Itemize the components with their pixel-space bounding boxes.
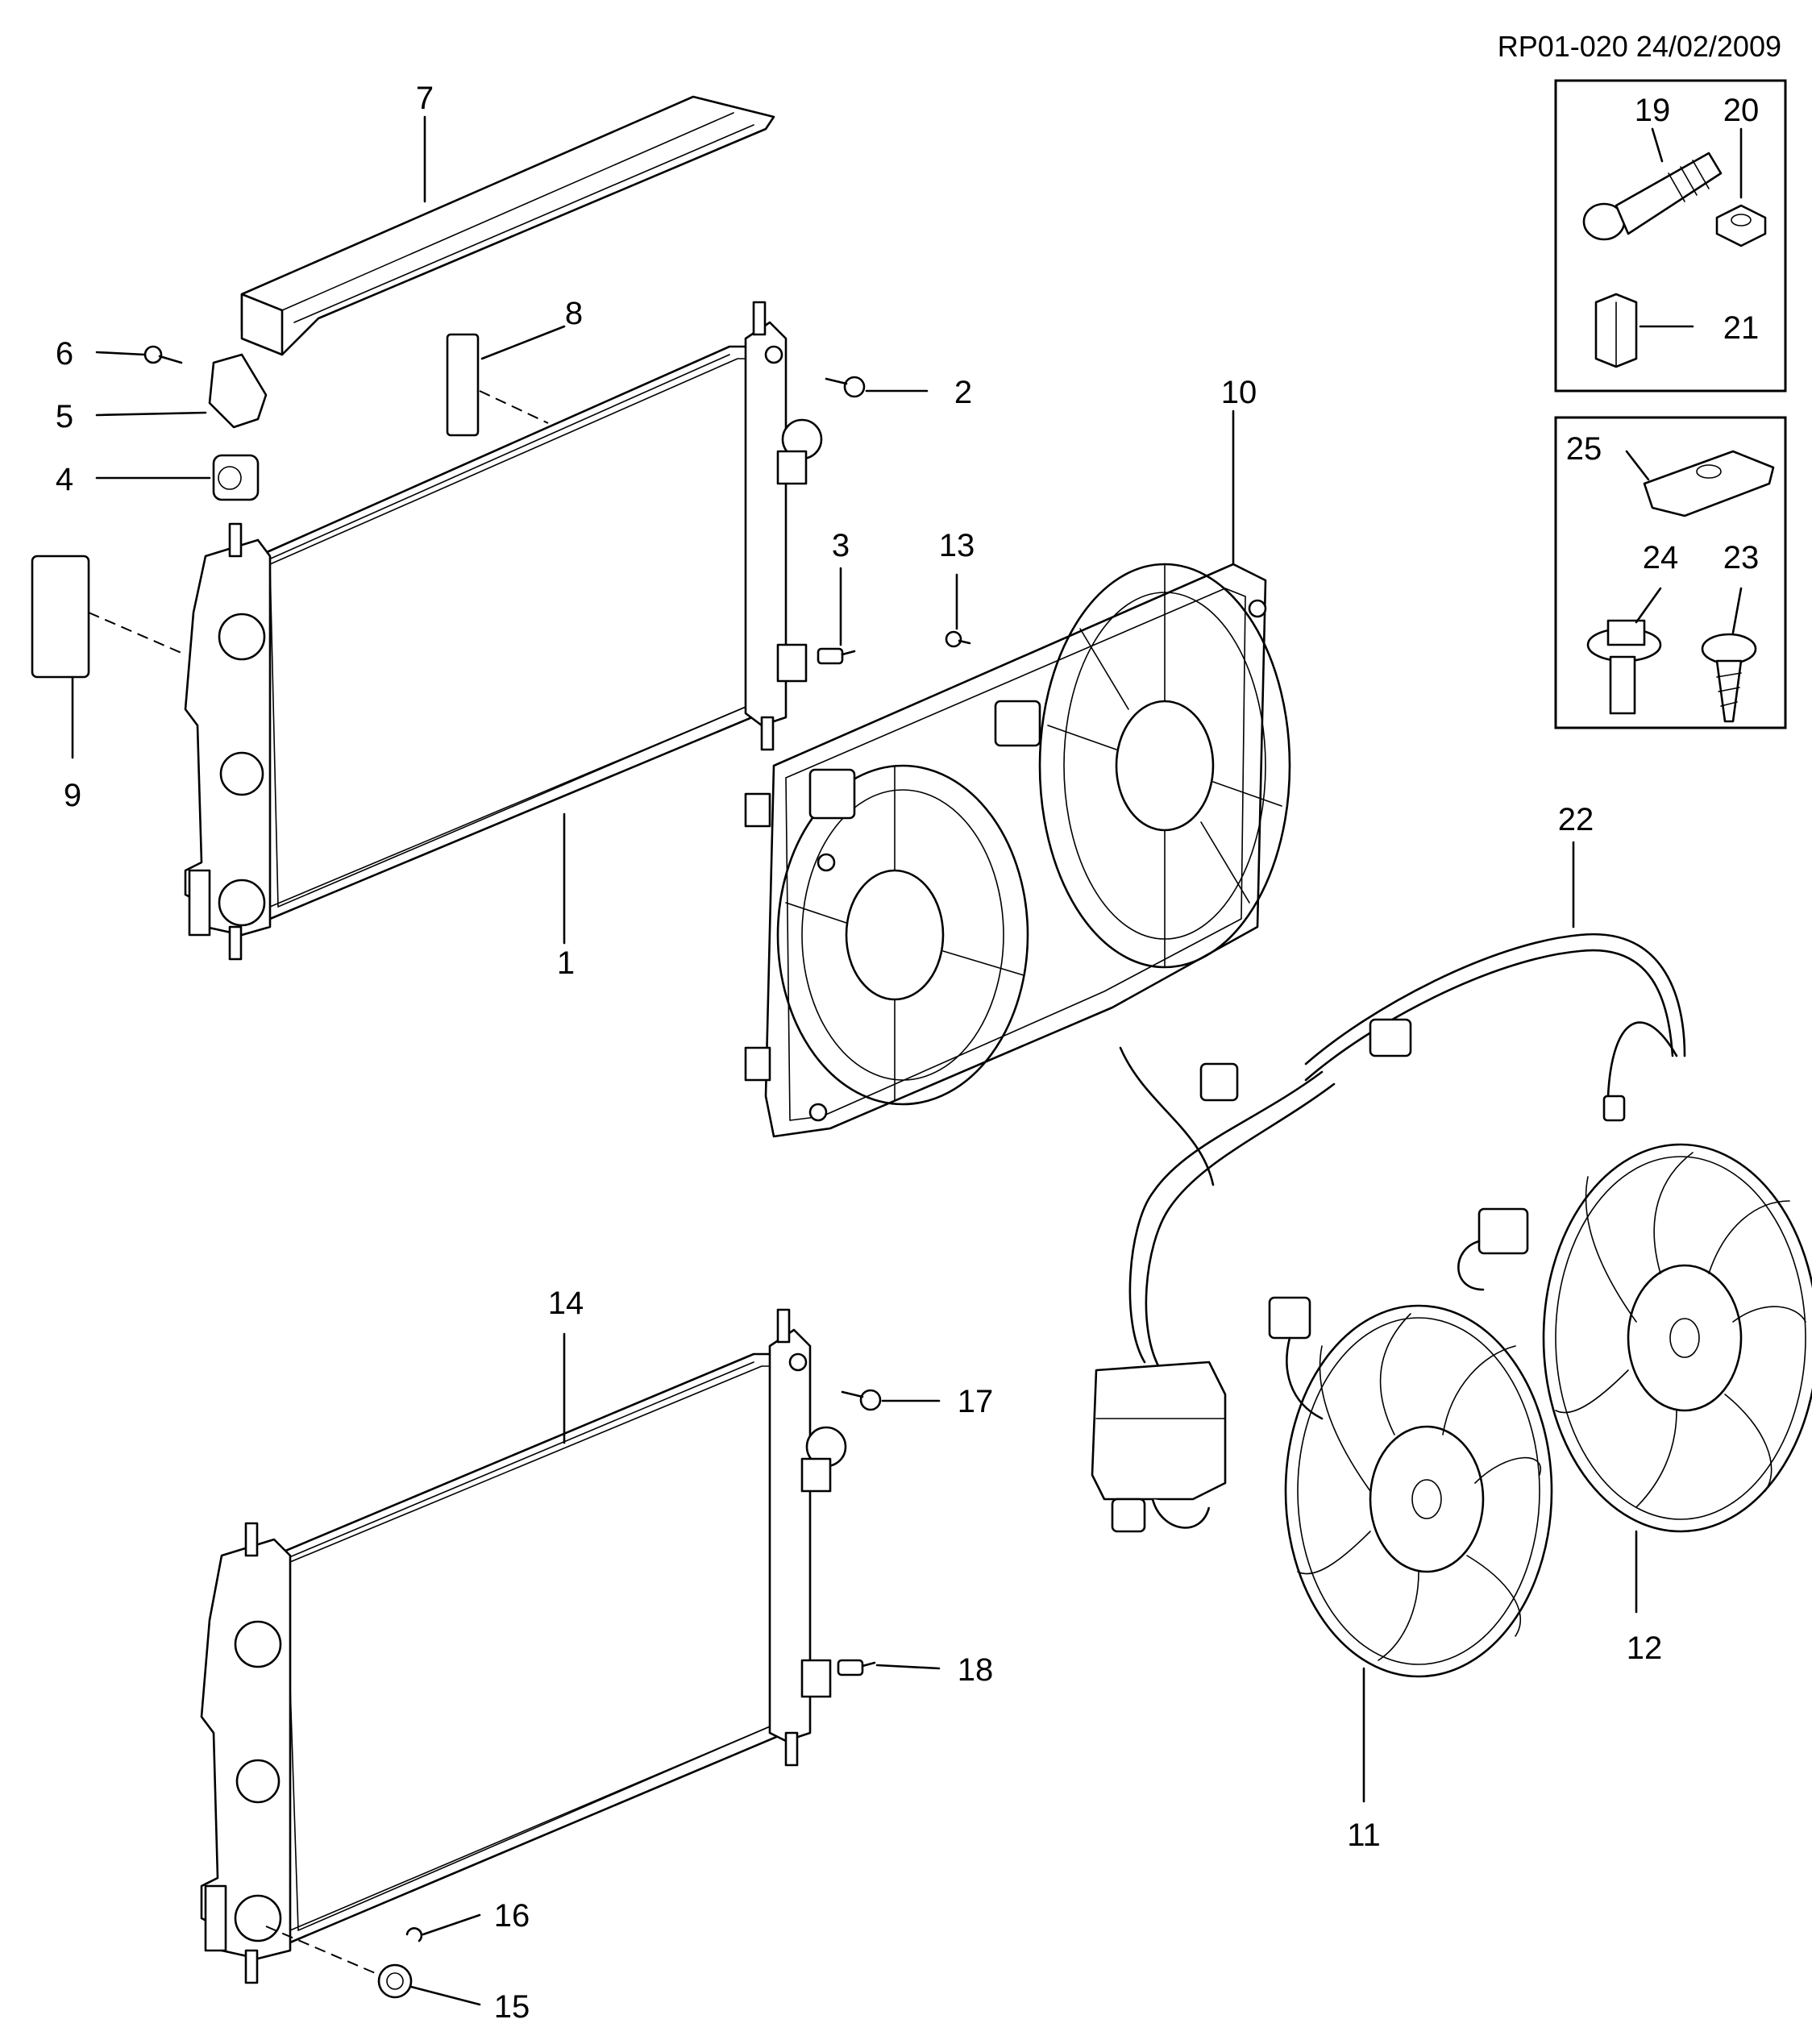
- callout-21: 21: [1723, 310, 1760, 346]
- callout-5: 5: [56, 399, 73, 434]
- callout-12: 12: [1627, 1631, 1663, 1666]
- callout-2: 2: [954, 375, 972, 410]
- callout-6: 6: [56, 336, 73, 372]
- callout-10: 10: [1221, 375, 1257, 410]
- radiator-lower: [200, 1308, 847, 1984]
- callout-7: 7: [416, 81, 434, 116]
- part-2-bolt: [825, 376, 866, 398]
- callout-numbers: 1 2 3 4 5 6 7 8 9 10 11 12 13 14 15 16 1…: [56, 81, 1759, 2025]
- part-18-sensor: [837, 1659, 876, 1676]
- callout-13: 13: [939, 528, 975, 563]
- part-10-fan-shroud: [744, 563, 1291, 1138]
- callout-24: 24: [1643, 540, 1679, 575]
- part-16-o-ring: [405, 1927, 423, 1942]
- part-11-fan-small: [1268, 1296, 1553, 1678]
- part-8-seal-upper: [446, 333, 480, 437]
- callout-9: 9: [64, 778, 81, 813]
- part-15-drain-plug: [265, 1926, 413, 1999]
- detail-box-clips: [1554, 416, 1787, 729]
- callout-16: 16: [494, 1898, 530, 1934]
- leader-lines: [71, 115, 1743, 2006]
- part-7-air-deflector: [240, 95, 775, 356]
- part-19-bolt: [1582, 152, 1723, 241]
- part-5-bracket: [208, 353, 268, 429]
- part-4-rubber-mount: [212, 454, 260, 501]
- callout-15: 15: [494, 1989, 530, 2025]
- part-13-screw: [945, 630, 971, 648]
- callout-19: 19: [1635, 93, 1671, 128]
- callout-17: 17: [958, 1384, 994, 1419]
- part-24-bolt: [1586, 619, 1662, 715]
- part-20-nut: [1715, 204, 1767, 247]
- part-3-sensor: [817, 647, 856, 665]
- callout-23: 23: [1723, 540, 1760, 575]
- reference-code: RP01-020 24/02/2009: [1498, 30, 1781, 63]
- callout-20: 20: [1723, 93, 1760, 128]
- callout-22: 22: [1558, 802, 1594, 837]
- part-12-fan-large: [1457, 1143, 1812, 1533]
- callout-4: 4: [56, 462, 73, 497]
- part-21-spacer: [1594, 293, 1638, 368]
- part-17-bolt: [841, 1389, 882, 1411]
- callout-1: 1: [557, 945, 575, 981]
- callout-14: 14: [548, 1286, 584, 1321]
- callout-11: 11: [1347, 1818, 1381, 1853]
- callout-25: 25: [1566, 431, 1602, 467]
- callout-8: 8: [565, 296, 583, 331]
- part-25-clip-nut: [1643, 450, 1775, 517]
- part-6-bolt: [143, 345, 183, 364]
- detail-box-fasteners: [1554, 79, 1787, 393]
- part-23-screw: [1701, 633, 1757, 723]
- callout-18: 18: [958, 1652, 994, 1688]
- radiator-upper: [184, 301, 823, 961]
- part-22-wiring-harness: [1091, 933, 1686, 1533]
- part-9-seal-side: [31, 555, 90, 679]
- callout-3: 3: [832, 528, 850, 563]
